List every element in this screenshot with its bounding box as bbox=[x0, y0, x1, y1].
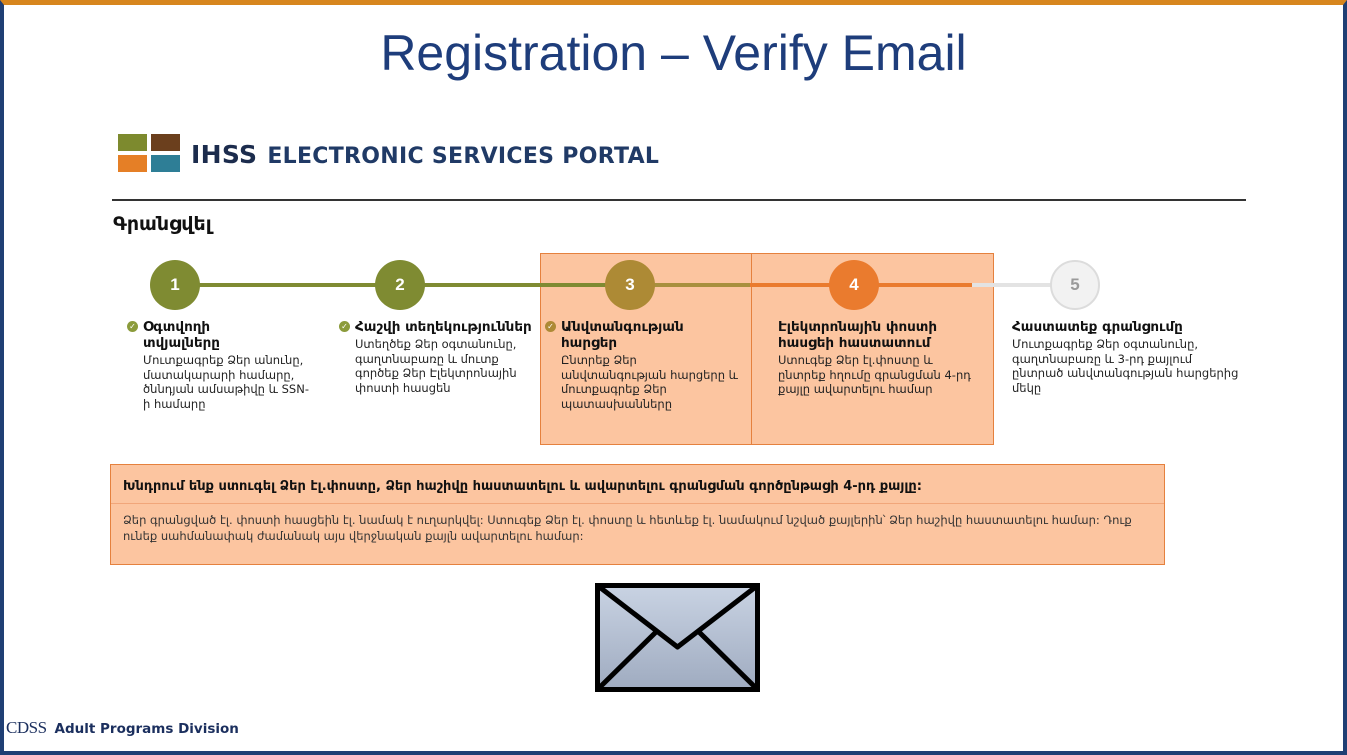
footer-org: CDSS bbox=[6, 718, 47, 737]
step-5-description: Մուտքագրեք Ձեր օգտանունը, գաղտնաբառը և 3… bbox=[1012, 337, 1239, 395]
step-3-title-row: ✓ Անվտանգության հարցեր bbox=[545, 319, 745, 351]
step-number: 5 bbox=[1070, 275, 1080, 294]
logo-square-teal bbox=[151, 155, 180, 172]
step-number: 1 bbox=[170, 275, 180, 294]
step-circle-1: 1 bbox=[150, 260, 200, 310]
notice-title: Խնդրում ենք ստուգել Ձեր էլ.փոստը, Ձեր հա… bbox=[123, 479, 922, 494]
step-number: 4 bbox=[849, 275, 859, 294]
step-4-text: Էլեկտրոնային փոստի հասցեի հաստատում Ստու… bbox=[778, 319, 990, 397]
portal-abbr: IHSS bbox=[191, 140, 258, 169]
verify-email-notice: Խնդրում ենք ստուգել Ձեր էլ.փոստը, Ձեր հա… bbox=[110, 464, 1165, 565]
step-3-text: ✓ Անվտանգության հարցեր Ընտրեք Ձեր անվտանգ… bbox=[545, 319, 745, 411]
check-circle-icon: ✓ bbox=[545, 321, 556, 332]
logo-square-orange bbox=[118, 155, 147, 172]
logo-square-olive bbox=[118, 134, 147, 151]
step-2-description: Ստեղծեք Ձեր օգտանունը, գաղտնաբառը և մուտ… bbox=[355, 337, 517, 395]
notice-divider bbox=[111, 503, 1164, 504]
progress-track-3-4 bbox=[630, 283, 750, 287]
ihss-logo bbox=[118, 134, 180, 172]
step-2-text: ✓ Հաշվի տեղեկություններ Ստեղծեք Ձեր օգտան… bbox=[339, 319, 539, 395]
step-circle-4: 4 bbox=[829, 260, 879, 310]
step-5-title: Հաստատեք գրանցումը bbox=[1012, 319, 1183, 335]
step-5-text: Հաստատեք գրանցումը Մուտքագրեք Ձեր օգտանո… bbox=[1012, 319, 1252, 395]
slide-title: Registration – Verify Email bbox=[380, 25, 967, 81]
step-number: 2 bbox=[395, 275, 405, 294]
step-1-title-row: ✓ Օգտվողի տվյալները bbox=[127, 319, 317, 351]
step-number: 3 bbox=[625, 275, 635, 294]
step-4-title: Էլեկտրոնային փոստի հասցեի հաստատում bbox=[778, 319, 938, 351]
header-divider bbox=[112, 199, 1246, 201]
step-4-description: Ստուգեք Ձեր էլ.փոստը և ընտրեք հղումը գրա… bbox=[778, 353, 971, 396]
notice-body: Ձեր գրանցված էլ. փոստի հասցեին էլ. նամակ… bbox=[123, 513, 1132, 543]
footer-division: Adult Programs Division bbox=[54, 721, 239, 737]
portal-full-name: ELECTRONIC SERVICES PORTAL bbox=[267, 144, 660, 169]
step-circle-2: 2 bbox=[375, 260, 425, 310]
check-circle-icon: ✓ bbox=[339, 321, 350, 332]
logo-square-brown bbox=[151, 134, 180, 151]
footer: CDSS Adult Programs Division bbox=[6, 718, 239, 738]
portal-name: IHSS ELECTRONIC SERVICES PORTAL bbox=[191, 140, 659, 169]
check-circle-icon: ✓ bbox=[127, 321, 138, 332]
step-2-title: Հաշվի տեղեկություններ bbox=[355, 319, 532, 335]
step-circle-5: 5 bbox=[1050, 260, 1100, 310]
step-3-title: Անվտանգության հարցեր bbox=[561, 319, 684, 351]
step-2-title-row: ✓ Հաշվի տեղեկություններ bbox=[339, 319, 539, 335]
step-1-text: ✓ Օգտվողի տվյալները Մուտքագրեք Ձեր անունը… bbox=[127, 319, 317, 411]
envelope-icon bbox=[595, 583, 760, 692]
step-circle-3: 3 bbox=[605, 260, 655, 310]
step-3-description: Ընտրեք Ձեր անվտանգության հարցերը և մուտք… bbox=[561, 353, 738, 411]
progress-track-4-5 bbox=[972, 283, 1075, 287]
page-heading: Գրանցվել bbox=[113, 213, 212, 235]
step-1-title: Օգտվողի տվյալները bbox=[143, 319, 220, 351]
step-1-description: Մուտքագրեք Ձեր անունը, մատակարարի համարը… bbox=[143, 353, 309, 411]
